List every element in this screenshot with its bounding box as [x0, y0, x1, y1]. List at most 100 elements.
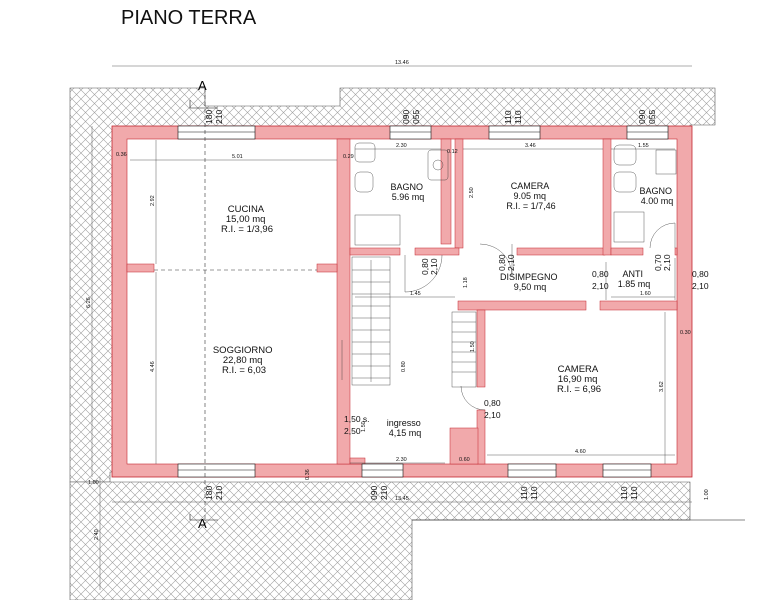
- dim-small: 1.50: [361, 421, 367, 432]
- svg-text:2,10: 2,10: [506, 254, 516, 271]
- svg-text:2,10: 2,10: [429, 258, 439, 275]
- room-bagno2-label: BAGNO 4.00 mq: [639, 186, 674, 206]
- interior-walls: [126, 138, 678, 465]
- room-cucina-label: CUCINA 15,00 mq R.I. = 1/3,96: [221, 204, 273, 235]
- dim-left-bottom: 2.40: [94, 529, 100, 540]
- window-label: 180: [204, 486, 214, 500]
- dim-small: 2.30: [396, 457, 407, 463]
- dim-small: 2.50: [469, 187, 475, 198]
- dim-small: 4.46: [150, 361, 156, 372]
- dim-small: 0.12: [447, 149, 458, 155]
- svg-text:180: 180: [204, 110, 214, 124]
- dim-overall-bottom: 13.45: [395, 496, 409, 502]
- dim-small: 0.80: [401, 361, 407, 372]
- window-label: 180: [204, 110, 214, 124]
- door-labels: 0,80 2,10 0,80 2,10 0,80 2,10 0,70 2,10 …: [344, 254, 709, 436]
- section-mark-bottom: A: [198, 516, 207, 531]
- door-height: 2,10: [506, 254, 516, 271]
- svg-text:110: 110: [619, 486, 629, 500]
- dim-left-total: 6.26: [86, 297, 92, 308]
- room-anti-label: ANTI 1.85 mq: [618, 269, 651, 289]
- svg-text:0,80: 0,80: [592, 269, 609, 279]
- svg-text:2,10: 2,10: [484, 410, 501, 420]
- dim-overall-top: 13.46: [395, 60, 409, 66]
- window-labels: 180 210 090 055 110 110 090 055 180 210 …: [204, 110, 657, 500]
- dim-small: 0.60: [459, 457, 470, 463]
- dim-small: 2.92: [150, 195, 156, 206]
- svg-text:0,80: 0,80: [484, 398, 501, 408]
- room-disimpegno-label: DISIMPEGNO 9,50 mq: [500, 272, 560, 292]
- dim-small: 0.30: [680, 330, 691, 336]
- room-bagno1-label: BAGNO 5.96 mq: [390, 182, 425, 202]
- dim-small: 5.01: [232, 154, 243, 160]
- dimension-lines: [91, 65, 692, 590]
- svg-text:055: 055: [411, 110, 421, 124]
- door-height: 2,50: [344, 426, 361, 436]
- windows: [177, 125, 669, 478]
- svg-text:0,80: 0,80: [420, 258, 430, 275]
- section-mark-top: A: [198, 78, 207, 93]
- dim-small: 1.18: [463, 277, 469, 288]
- door-height: 2,10: [692, 281, 709, 291]
- dim-small: 0.36: [116, 152, 127, 158]
- dim-small: 3.46: [525, 143, 536, 149]
- section-line: A A: [189, 78, 218, 531]
- window-label: 090: [637, 110, 647, 124]
- window-label: 110: [519, 486, 529, 500]
- svg-text:2,10: 2,10: [692, 281, 709, 291]
- svg-text:2,10: 2,10: [592, 281, 609, 291]
- window-label: 110: [513, 110, 523, 124]
- staircase: [351, 256, 477, 388]
- window-label: 110: [529, 486, 539, 500]
- svg-text:210: 210: [214, 110, 224, 124]
- door-width: 0,70: [653, 254, 663, 271]
- door-width: 0,80: [420, 258, 430, 275]
- svg-text:2,50: 2,50: [344, 426, 361, 436]
- dim-small: 2.30: [396, 143, 407, 149]
- window-label: 055: [647, 110, 657, 124]
- dim-small: 0.36: [305, 469, 311, 480]
- window-label: 090: [369, 486, 379, 500]
- room-labels: CUCINA 15,00 mq R.I. = 1/3,96 SOGGIORNO …: [213, 181, 674, 438]
- room-soggiorno-label: SOGGIORNO 22,80 mq R.I. = 6,03: [213, 345, 275, 376]
- window-label: 110: [503, 110, 513, 124]
- door-height: 2,10: [484, 410, 501, 420]
- room-ingresso-label: ingresso 4,15 mq: [387, 418, 424, 438]
- svg-text:210: 210: [214, 486, 224, 500]
- window-label: 110: [619, 486, 629, 500]
- door-swings: [341, 222, 676, 411]
- svg-text:090: 090: [401, 110, 411, 124]
- door-width: 0,80: [497, 254, 507, 271]
- door-height: 2,10: [592, 281, 609, 291]
- svg-text:110: 110: [529, 486, 539, 500]
- window-label: 210: [214, 110, 224, 124]
- dim-small: 1.55: [638, 143, 649, 149]
- svg-text:090: 090: [369, 486, 379, 500]
- door-height: 2,10: [662, 254, 672, 271]
- door-height: 2,10: [429, 258, 439, 275]
- window-label: 210: [214, 486, 224, 500]
- svg-text:090: 090: [637, 110, 647, 124]
- svg-text:0,80: 0,80: [692, 269, 709, 279]
- dim-small: 1.00: [88, 480, 99, 486]
- dim-small: 0.29: [343, 154, 354, 160]
- room-camera1-label: CAMERA 9.05 mq R.I. = 1/7,46: [506, 181, 555, 211]
- dim-small: 4.60: [575, 449, 586, 455]
- svg-text:110: 110: [503, 110, 513, 124]
- svg-text:2,10: 2,10: [662, 254, 672, 271]
- svg-text:1,50 s.: 1,50 s.: [344, 414, 370, 424]
- plan-title: PIANO TERRA: [121, 7, 257, 29]
- window-label: 110: [629, 486, 639, 500]
- sanitary-fixtures: [354, 142, 677, 246]
- door-width: 0,80: [692, 269, 709, 279]
- window-label: 210: [379, 486, 389, 500]
- window-label: 090: [401, 110, 411, 124]
- dim-small: 1.60: [640, 291, 651, 297]
- door-width: 1,50 s.: [344, 414, 370, 424]
- room-camera2-label: CAMERA 16,90 mq R.I. = 6,96: [557, 364, 601, 395]
- svg-text:0,80: 0,80: [497, 254, 507, 271]
- svg-text:110: 110: [629, 486, 639, 500]
- door-width: 0,80: [484, 398, 501, 408]
- svg-text:110: 110: [519, 486, 529, 500]
